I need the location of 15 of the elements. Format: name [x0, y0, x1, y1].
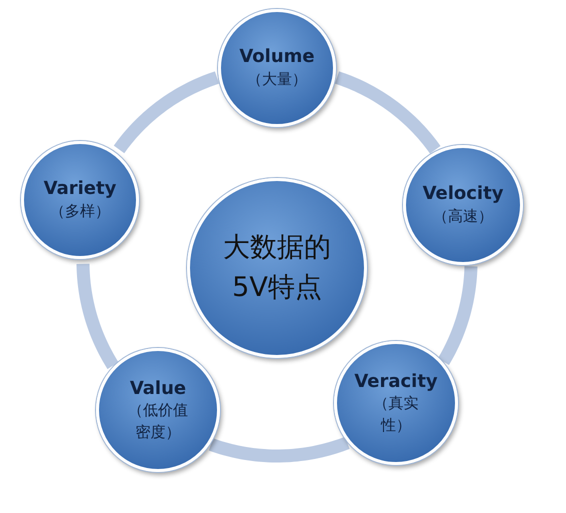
connector-arc [208, 436, 351, 462]
node-subtitle: （大量） [247, 68, 307, 90]
node-subtitle: （高速） [433, 206, 493, 227]
node-title: Velocity [422, 182, 504, 206]
node-subtitle: （低价值密度） [127, 400, 189, 443]
node-title: 大数据的5V特点 [222, 230, 332, 305]
connector-arc [114, 71, 221, 154]
node-title: Volume [239, 45, 315, 69]
connector-arc [333, 71, 440, 154]
node-title: Variety [44, 177, 116, 201]
node-subtitle: （多样） [50, 200, 110, 222]
node-title: Veracity [354, 370, 438, 393]
circle-node [334, 341, 458, 465]
node-subtitle: （真实性） [372, 392, 420, 436]
node-title: Value [130, 376, 186, 400]
